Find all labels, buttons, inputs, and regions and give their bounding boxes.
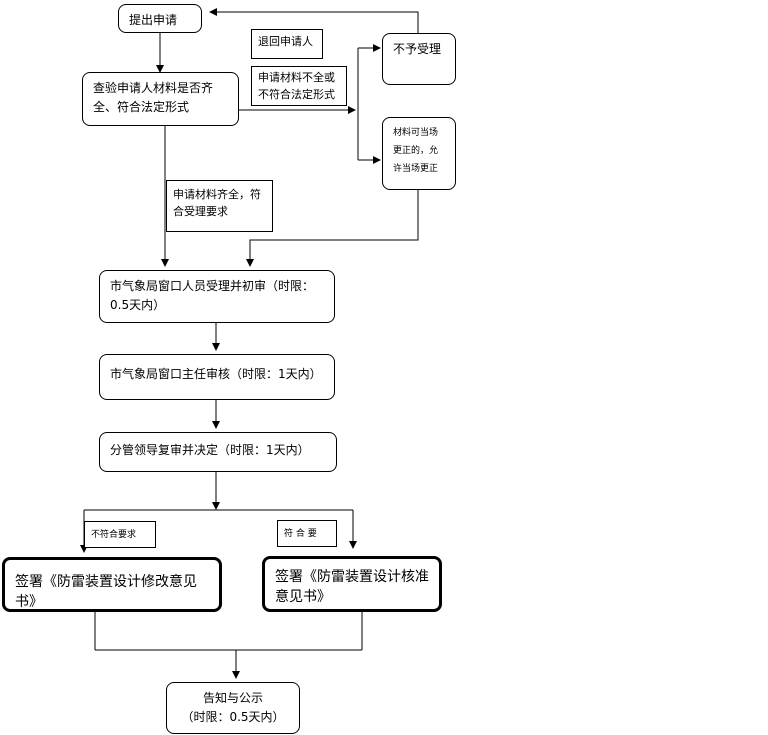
notify-time: （时限：0.5天内） bbox=[181, 709, 285, 724]
sign-modify-node: 签署《防雷装置设计修改意见书》 bbox=[2, 557, 222, 612]
initial-review-node: 市气象局窗口人员受理并初审（时限：0.5天内） bbox=[99, 270, 335, 323]
reject-node: 不予受理 bbox=[382, 33, 456, 85]
notify-node: 告知与公示 （时限：0.5天内） bbox=[166, 682, 300, 734]
notify-title: 告知与公示 bbox=[202, 691, 263, 705]
label-incomplete: 申请材料不全或不符合法定形式 bbox=[251, 66, 347, 106]
check-node: 查验申请人材料是否齐全、符合法定形式 bbox=[82, 72, 239, 126]
label-return-applicant: 退回申请人 bbox=[251, 29, 323, 59]
sign-approve-node: 签署《防雷装置设计核准意见书》 bbox=[262, 556, 442, 612]
director-review-node: 市气象局窗口主任审核（时限：1天内） bbox=[99, 354, 335, 400]
submit-node: 提出申请 bbox=[118, 4, 202, 33]
label-not-meet: 不符合要求 bbox=[84, 521, 156, 548]
label-meet: 符 合 要 bbox=[277, 520, 337, 547]
label-complete: 申请材料齐全，符合受理要求 bbox=[166, 180, 273, 232]
leader-decision-node: 分管领导复审并决定（时限：1天内） bbox=[99, 432, 337, 472]
correct-node: 材料可当场更正的，允许当场更正 bbox=[382, 117, 456, 190]
